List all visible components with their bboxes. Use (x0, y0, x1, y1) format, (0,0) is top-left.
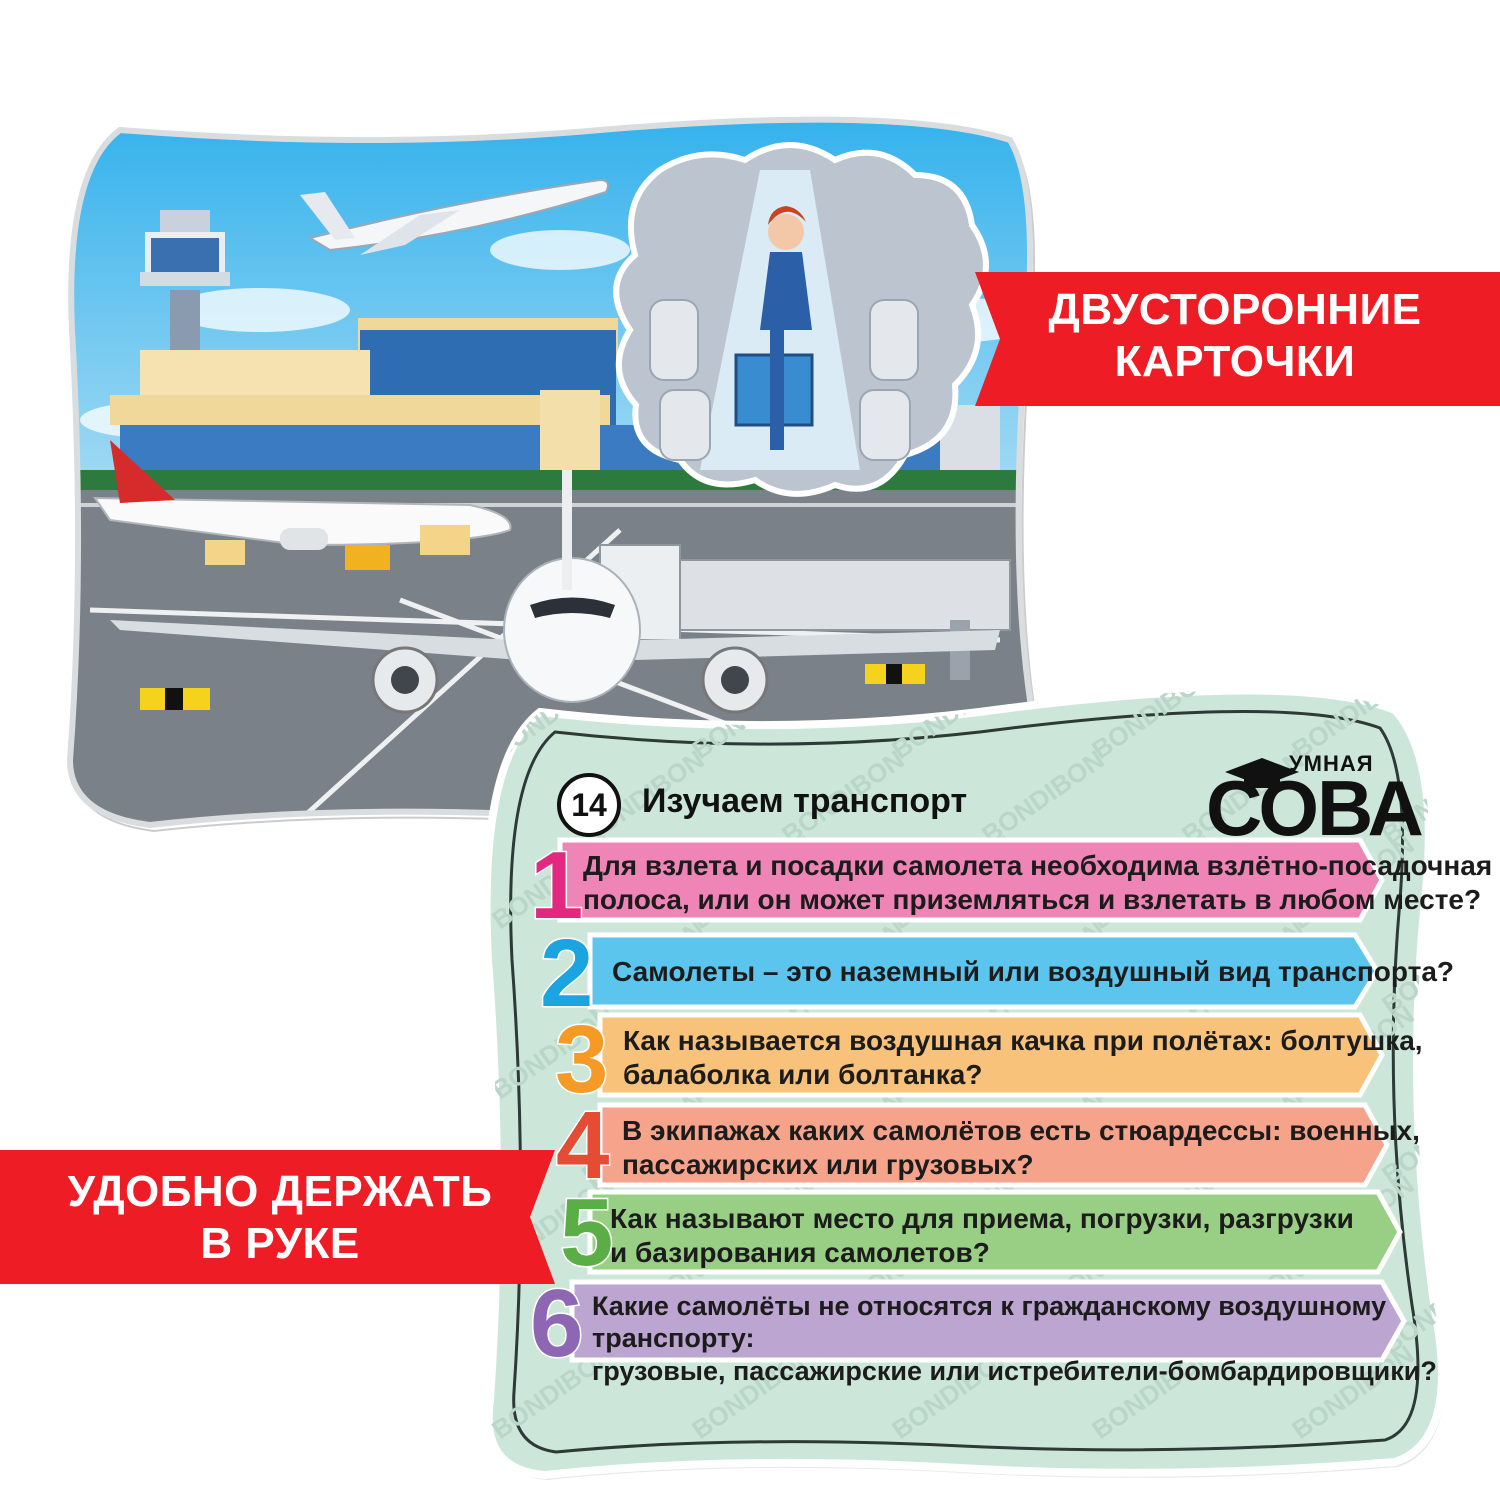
card-number-badge: 14 (557, 773, 621, 837)
question-bar-3 (597, 1012, 1385, 1098)
flying-plane (300, 178, 609, 255)
question-number-1: 1 (530, 832, 583, 939)
question-2-text: Самолеты – это наземный или воздушный ви… (612, 956, 1455, 987)
question-4-text: В экипажах каких самолётов есть стюардес… (622, 1115, 1420, 1180)
brand-main-text: СОВА (1206, 764, 1424, 852)
front-airplane (110, 470, 1000, 714)
question-6-text: Какие самолёты не относятся к гражданско… (592, 1291, 1437, 1386)
question-number-5: 5 (560, 1179, 613, 1286)
question-number-4: 4 (556, 1092, 609, 1199)
question-bar-4 (597, 1102, 1390, 1188)
ground-markers (140, 664, 925, 710)
question-1-text: Для взлета и посадки самолета необходима… (583, 850, 1493, 915)
card-title: Изучаем транспорт (642, 782, 968, 820)
question-bar-6 (569, 1279, 1407, 1363)
question-number-3: 3 (555, 1006, 608, 1113)
cargo-vehicles (205, 525, 470, 570)
question-number-2: 2 (540, 920, 593, 1027)
question-number-6: 6 (530, 1270, 583, 1377)
question-5-text: Как называют место для приема, погрузки,… (610, 1203, 1354, 1268)
brand-small-text: УМНАЯ (1289, 751, 1374, 776)
flight-attendant-bubble (613, 142, 989, 497)
question-bar-5 (587, 1189, 1403, 1275)
question-bar-2 (587, 932, 1380, 1010)
parked-jet (93, 440, 512, 550)
question-bar-1 (557, 837, 1385, 923)
question-3-text: Как называется воздушная качка при полёт… (623, 1025, 1423, 1090)
